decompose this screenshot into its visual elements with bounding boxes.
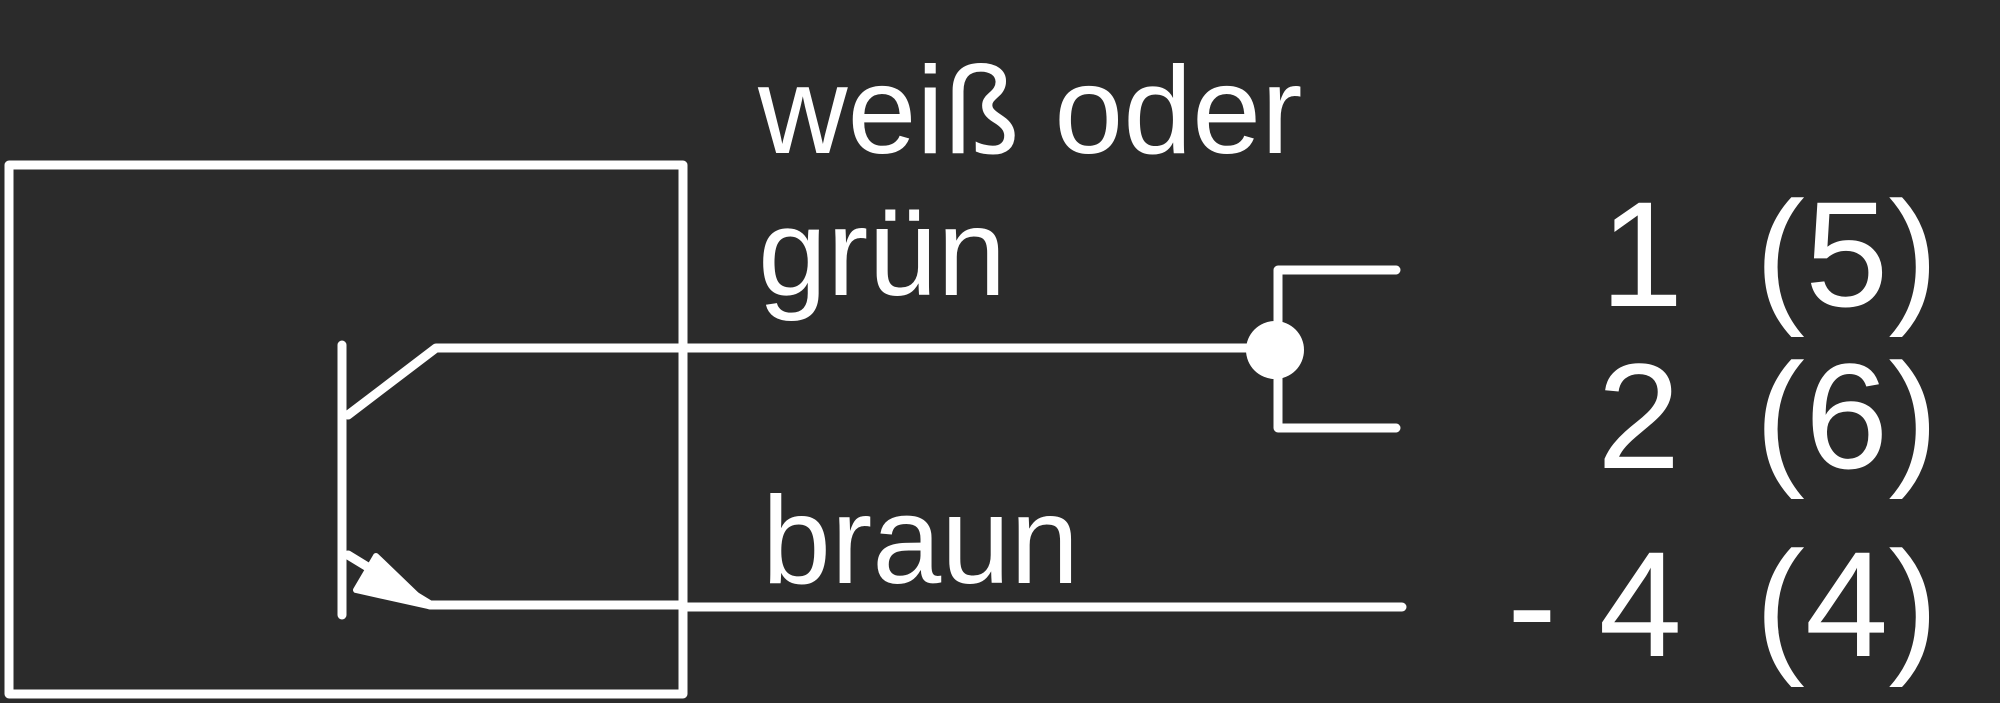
wire-label-green: grün: [758, 184, 1006, 322]
transistor-emitter-arrow: [353, 553, 431, 609]
transistor-collector-lead: [343, 343, 688, 420]
terminal-fork: [1273, 265, 1401, 433]
npn-transistor-symbol: [337, 340, 688, 620]
terminal-2-alt-label: (6): [1755, 332, 1938, 500]
wire-label-white-or: weiß oder: [757, 42, 1302, 180]
terminal-4-label: - 4: [1507, 520, 1682, 688]
wire-label-brown: braun: [762, 472, 1079, 610]
terminal-1-alt-label: (5): [1755, 170, 1938, 338]
sensor-housing-box: [4, 160, 688, 699]
terminal-4-alt-label: (4): [1755, 520, 1938, 688]
terminal-1-label: 1: [1600, 170, 1683, 338]
terminal-2-label: 2: [1597, 332, 1680, 500]
